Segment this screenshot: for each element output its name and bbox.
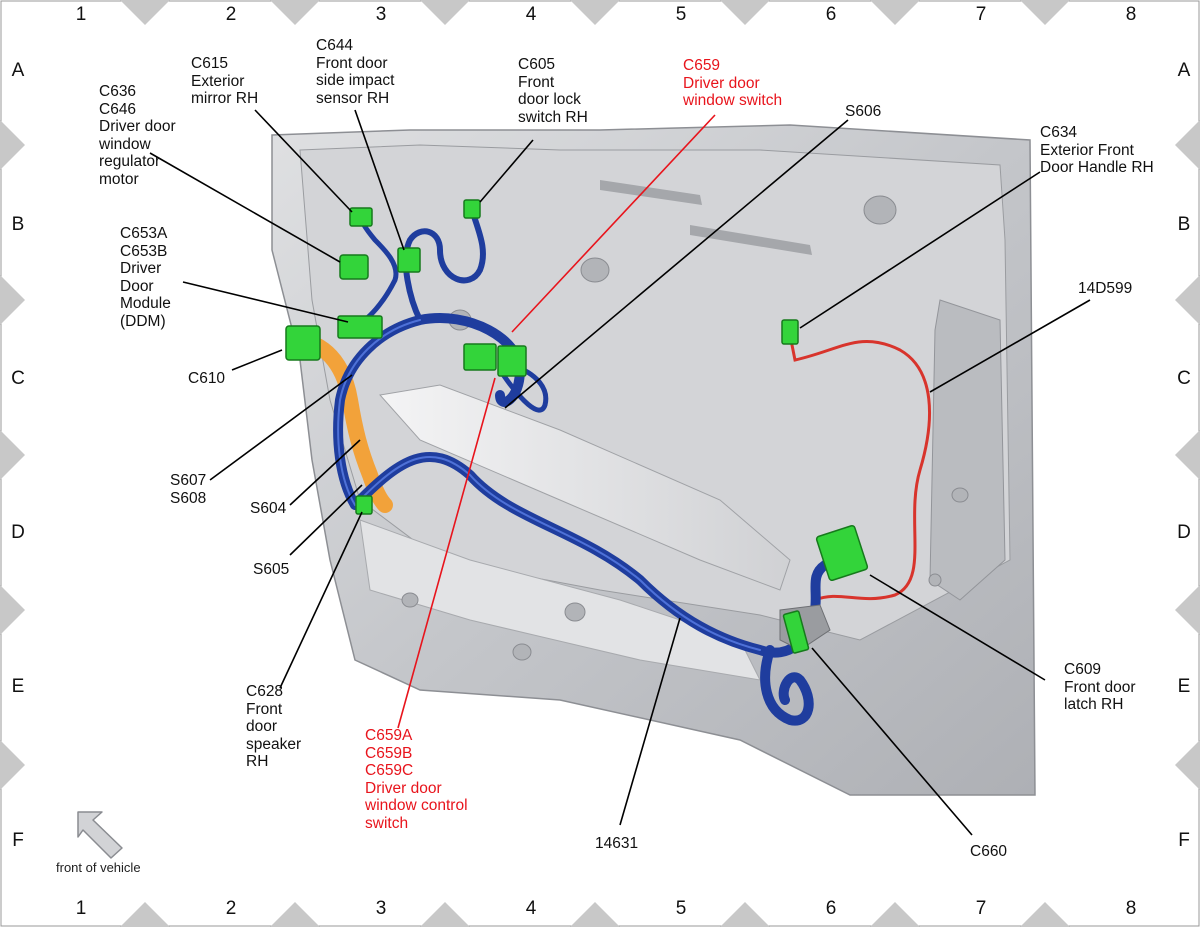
grid-row-c: C bbox=[11, 368, 25, 389]
label-c659: C659 Driver door window switch bbox=[683, 57, 783, 109]
connector-c628 bbox=[355, 495, 373, 515]
grid-col-5: 5 bbox=[675, 4, 687, 25]
connector-c609 bbox=[815, 524, 869, 582]
grid-col-2: 2 bbox=[225, 4, 237, 25]
label-c615: C615 Exterior mirror RH bbox=[191, 55, 259, 107]
label-c634: C634 Exterior Front Door Handle RH bbox=[1040, 124, 1154, 176]
connector-c634 bbox=[781, 319, 799, 345]
label-c636-c646: C636 C646 Driver door window regulator m… bbox=[99, 83, 176, 188]
label-c605: C605 Front door lock switch RH bbox=[518, 56, 588, 126]
connectors bbox=[285, 199, 869, 654]
grid-col-6-bottom: 6 bbox=[825, 898, 837, 919]
grid-col-4: 4 bbox=[525, 4, 537, 25]
label-c659a-c659b-c659c: C659A C659B C659C Driver door window con… bbox=[365, 727, 468, 832]
harness-highlights bbox=[337, 319, 761, 651]
front-of-vehicle-arrow-icon bbox=[77, 811, 123, 859]
door-panel bbox=[271, 124, 1036, 796]
connector-c605 bbox=[463, 199, 481, 219]
label-14d599: 14D599 bbox=[1078, 280, 1133, 297]
label-s606: S606 bbox=[845, 103, 882, 120]
grid-col-1-bottom: 1 bbox=[75, 898, 87, 919]
grid-row-e: E bbox=[11, 676, 25, 697]
grid-col-3: 3 bbox=[375, 4, 387, 25]
grid-row-a: A bbox=[11, 60, 25, 81]
grid-row-a-right: A bbox=[1177, 60, 1191, 81]
grid-col-6: 6 bbox=[825, 4, 837, 25]
grid-row-d: D bbox=[11, 522, 25, 543]
label-c609: C609 Front door latch RH bbox=[1064, 661, 1136, 713]
connector-c659a bbox=[463, 343, 497, 371]
grid-row-e-right: E bbox=[1177, 676, 1191, 697]
grid-col-8-bottom: 8 bbox=[1125, 898, 1137, 919]
connector-c644 bbox=[397, 247, 421, 273]
connector-c636 bbox=[339, 254, 369, 280]
grid-col-7-bottom: 7 bbox=[975, 898, 987, 919]
grid-row-d-right: D bbox=[1177, 522, 1191, 543]
connector-c610 bbox=[285, 325, 321, 361]
grid-col-5-bottom: 5 bbox=[675, 898, 687, 919]
label-s604: S604 bbox=[250, 500, 287, 517]
connector-c659 bbox=[497, 345, 527, 377]
front-of-vehicle-label: front of vehicle bbox=[56, 860, 141, 875]
label-14631: 14631 bbox=[595, 835, 639, 852]
label-s605: S605 bbox=[253, 561, 290, 578]
orange-sleeve bbox=[292, 332, 393, 513]
leader-lines bbox=[149, 109, 1091, 836]
red-leader-lines bbox=[397, 114, 716, 729]
connector-c615 bbox=[349, 207, 373, 227]
grid-row-f-right: F bbox=[1178, 830, 1190, 851]
grid-col-2-bottom: 2 bbox=[225, 898, 237, 919]
label-c628: C628 Front door speaker RH bbox=[246, 683, 302, 770]
grid-row-c-right: C bbox=[1177, 368, 1191, 389]
label-c610: C610 bbox=[188, 370, 226, 387]
connector-c653 bbox=[337, 315, 383, 339]
grid-col-4-bottom: 4 bbox=[525, 898, 537, 919]
connector-c660 bbox=[782, 610, 810, 654]
label-c660: C660 bbox=[970, 843, 1008, 860]
grid-col-7: 7 bbox=[975, 4, 987, 25]
label-s607-s608: S607 S608 bbox=[170, 472, 207, 507]
grid-row-b: B bbox=[11, 214, 25, 235]
grid-col-8: 8 bbox=[1125, 4, 1137, 25]
grid-row-b-right: B bbox=[1177, 214, 1191, 235]
red-wire-14d599 bbox=[788, 334, 931, 621]
label-c644: C644 Front door side impact sensor RH bbox=[316, 37, 395, 107]
grid-col-1: 1 bbox=[75, 4, 87, 25]
label-c653: C653A C653B Driver Door Module (DDM) bbox=[120, 225, 171, 330]
grid-row-f: F bbox=[12, 830, 24, 851]
grid-col-3-bottom: 3 bbox=[375, 898, 387, 919]
